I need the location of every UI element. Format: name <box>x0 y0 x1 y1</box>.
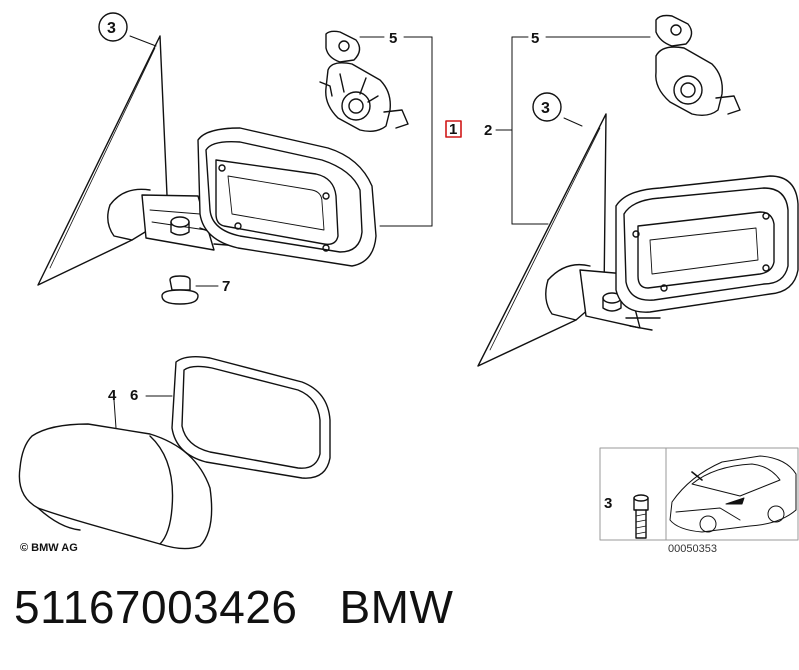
callout-circle-3-left <box>98 12 128 42</box>
left-adjuster <box>319 30 409 133</box>
mirror-glass <box>145 355 331 479</box>
right-mirror-body <box>615 175 799 313</box>
car-location-icon <box>669 455 797 533</box>
left-mount-triangle <box>37 35 169 286</box>
callout-label-1: 1 <box>449 121 457 138</box>
mirror-cover-cap <box>18 399 213 550</box>
callout-label-3-inset: 3 <box>604 495 612 512</box>
copyright-text: © BMW AG <box>20 542 78 554</box>
right-adjuster <box>655 14 741 117</box>
callout-label-7: 7 <box>222 278 230 295</box>
footer-caption: 51167003426 BMW <box>14 580 453 634</box>
left-callout-bracket <box>359 36 433 227</box>
callout-label-6: 6 <box>130 387 138 404</box>
part-number: 51167003426 <box>14 581 298 633</box>
callout-circle-3-right <box>532 92 562 122</box>
callout-label-5-left: 5 <box>389 30 397 47</box>
callout-label-3-right: 3 <box>541 100 550 117</box>
callout-label-4: 4 <box>108 387 117 404</box>
right-mirror-assembly <box>477 113 799 367</box>
callout-label-5-right: 5 <box>531 30 539 47</box>
callout-label-3-left: 3 <box>107 20 116 37</box>
brand-name: BMW <box>339 581 454 633</box>
inset-panel <box>599 447 799 541</box>
callout-label-2: 2 <box>484 122 492 139</box>
right-mount-triangle <box>477 113 607 367</box>
screw-icon <box>633 494 649 539</box>
left-mirror-assembly <box>37 35 377 286</box>
image-code: 00050353 <box>668 543 717 555</box>
right-callout-bracket <box>495 36 651 225</box>
part-7-clip <box>161 275 219 305</box>
left-mirror-body <box>197 127 377 267</box>
callout-1-highlight-box <box>445 120 462 138</box>
